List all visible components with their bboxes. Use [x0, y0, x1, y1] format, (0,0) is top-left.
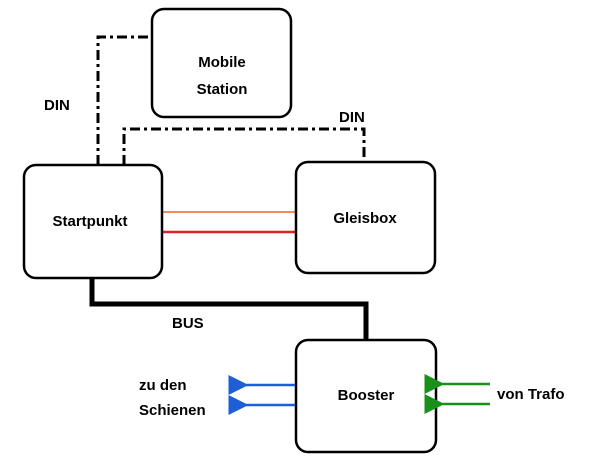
- mobile-station-label-line1: Mobile: [198, 54, 246, 71]
- mobile-station-label-line2: Station: [197, 81, 248, 98]
- booster-box: Booster: [294, 338, 438, 454]
- bus-label: BUS: [172, 315, 204, 332]
- rails-label-line2: Schienen: [139, 402, 206, 419]
- startpunkt-label: Startpunkt: [53, 213, 128, 230]
- mobile-station-box: Mobile Station: [150, 7, 293, 119]
- booster-label: Booster: [338, 387, 395, 404]
- rails-label-line1: zu den: [139, 377, 187, 394]
- din-cable-mobile-station: [96, 35, 152, 165]
- din-label-left: DIN: [44, 97, 70, 114]
- trafo-label: von Trafo: [497, 386, 565, 403]
- din-label-right: DIN: [339, 109, 365, 126]
- din-cable-gleisbox: [122, 127, 366, 165]
- gleisbox-box: Gleisbox: [294, 160, 437, 275]
- startpunkt-box: Startpunkt: [22, 163, 164, 280]
- gleisbox-label: Gleisbox: [333, 210, 397, 227]
- bus-cable: [89, 278, 369, 340]
